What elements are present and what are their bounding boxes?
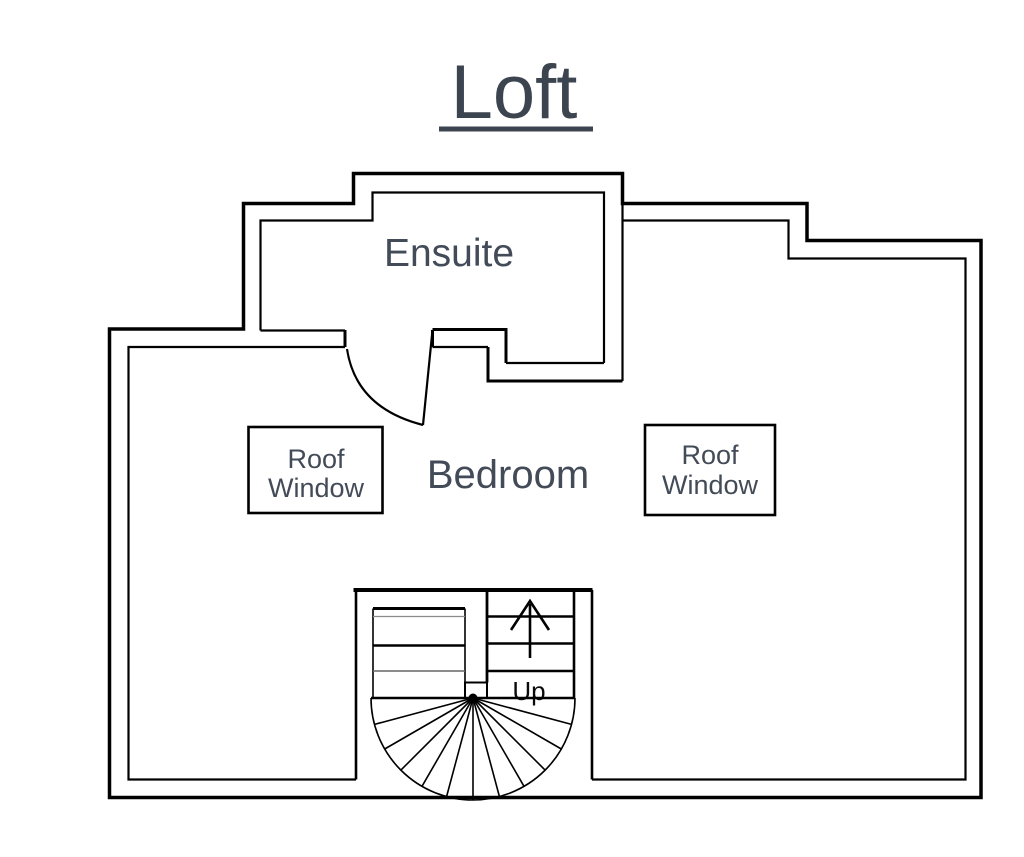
bedroom-side-step (486, 347, 623, 383)
bottom-wall-inner-right (592, 219, 967, 781)
winder-tread-line (421, 697, 474, 787)
roof-window-left-label-line1: Roof (287, 444, 345, 474)
roof-window-right-label-line1: Roof (681, 440, 739, 470)
door-leaf (421, 329, 434, 426)
fan-center-hub (468, 693, 478, 703)
roof-window-left-label-line2: Window (268, 473, 365, 503)
roof-window-right: Roof Window (643, 423, 777, 517)
ensuite-inner-outline (259, 191, 606, 363)
inner-wall-lines (127, 191, 967, 781)
roof-window-right-label-line2: Window (662, 470, 759, 500)
bedroom-north-wall-inner (127, 345, 356, 781)
winder-tread-line (472, 697, 546, 771)
up-arrow-icon (509, 598, 551, 658)
up-label: Up (512, 676, 545, 706)
page-title: Loft (451, 50, 578, 135)
page-title-underline (439, 126, 593, 132)
bedroom-label: Bedroom (427, 453, 589, 497)
staircase: Up (353, 588, 594, 801)
ensuite-floor-mid (432, 328, 508, 363)
door-swing-arc (345, 348, 424, 427)
winder-tread-line (445, 697, 474, 797)
left-flight (372, 607, 466, 698)
winder-fan (370, 693, 576, 801)
door (345, 329, 434, 427)
roof-window-left: Roof Window (247, 425, 384, 515)
winder-tread-line (472, 697, 525, 787)
winder-tread-line (472, 697, 501, 797)
winder-tread-line (384, 697, 474, 750)
winder-tread-line (400, 697, 474, 771)
winder-tread-line (374, 697, 474, 726)
winder-tread-line (472, 697, 562, 750)
roof-window-right-box (643, 423, 777, 517)
ensuite-label: Ensuite (384, 232, 514, 275)
roof-window-left-box (247, 425, 384, 515)
winder-tread-line (472, 697, 572, 726)
winder-treads (374, 697, 572, 800)
up-arrow-head (509, 598, 551, 631)
